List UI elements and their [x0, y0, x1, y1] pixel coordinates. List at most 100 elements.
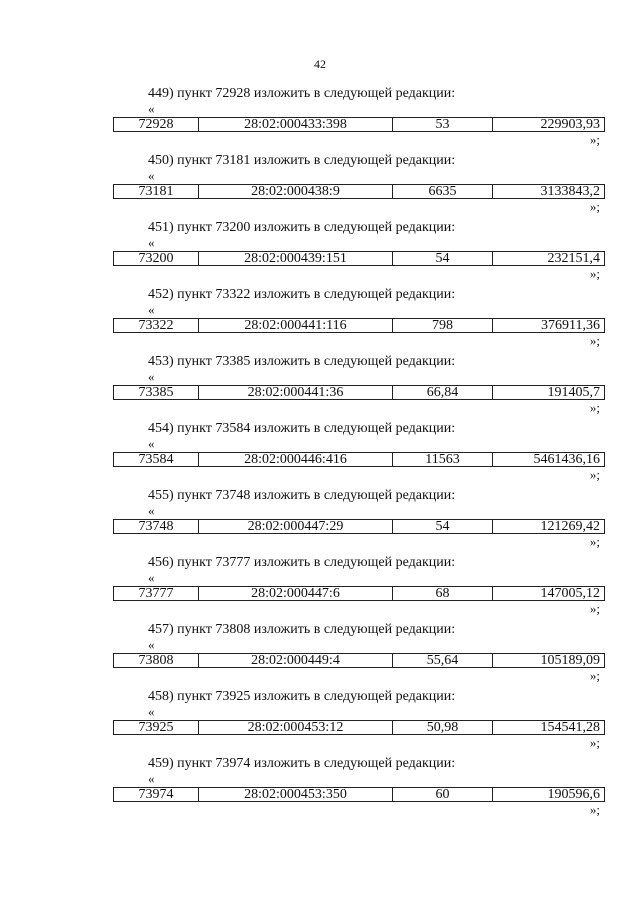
table-row: 73925 28:02:000453:12 50,98 154541,28 — [113, 720, 605, 735]
item-number-cell: 73925 — [114, 721, 199, 734]
amendment-entry: 459) пункт 73974 изложить в следующей ре… — [0, 756, 640, 823]
amendment-heading: 457) пункт 73808 изложить в следующей ре… — [148, 622, 456, 637]
item-number-cell: 72928 — [114, 118, 199, 131]
value-cell: 154541,28 — [540, 721, 601, 734]
amendment-heading: 450) пункт 73181 изложить в следующей ре… — [148, 153, 456, 168]
table-row: 73777 28:02:000447:6 68 147005,12 — [113, 586, 605, 601]
closing-quote: »; — [589, 132, 600, 147]
amendment-heading: 453) пункт 73385 изложить в следующей ре… — [148, 354, 456, 369]
area-cell: 54 — [393, 252, 493, 265]
page-number: 42 — [314, 57, 326, 71]
closing-quote: »; — [589, 467, 600, 482]
item-number-cell: 73974 — [114, 788, 199, 801]
value-cell: 121269,42 — [540, 520, 601, 533]
value-cell: 190596,6 — [547, 788, 601, 801]
item-number-cell: 73748 — [114, 520, 199, 533]
item-number-cell: 73777 — [114, 587, 199, 600]
closing-quote: »; — [589, 735, 600, 750]
table-row: 73322 28:02:000441:116 798 376911,36 — [113, 318, 605, 333]
opening-quote: « — [148, 302, 155, 317]
cadastral-number-cell: 28:02:000438:9 — [199, 185, 393, 198]
amendment-entry: 453) пункт 73385 изложить в следующей ре… — [0, 354, 640, 421]
value-cell: 232151,4 — [547, 252, 601, 265]
area-cell: 55,64 — [393, 654, 493, 667]
item-number-cell: 73181 — [114, 185, 199, 198]
amendment-heading: 454) пункт 73584 изложить в следующей ре… — [148, 421, 456, 436]
amendment-entry: 451) пункт 73200 изложить в следующей ре… — [0, 220, 640, 287]
amendment-heading: 458) пункт 73925 изложить в следующей ре… — [148, 689, 456, 704]
opening-quote: « — [148, 235, 155, 250]
opening-quote: « — [148, 369, 155, 384]
amendment-entry: 457) пункт 73808 изложить в следующей ре… — [0, 622, 640, 689]
opening-quote: « — [148, 570, 155, 585]
table-row: 72928 28:02:000433:398 53 229903,93 — [113, 117, 605, 132]
area-cell: 11563 — [393, 453, 493, 466]
cadastral-number-cell: 28:02:000447:29 — [199, 520, 393, 533]
opening-quote: « — [148, 704, 155, 719]
closing-quote: »; — [589, 534, 600, 549]
area-cell: 66,84 — [393, 386, 493, 399]
value-cell: 229903,93 — [540, 118, 601, 131]
item-number-cell: 73200 — [114, 252, 199, 265]
amendment-entry: 452) пункт 73322 изложить в следующей ре… — [0, 287, 640, 354]
table-row: 73200 28:02:000439:151 54 232151,4 — [113, 251, 605, 266]
cadastral-number-cell: 28:02:000446:416 — [199, 453, 393, 466]
amendment-entry: 458) пункт 73925 изложить в следующей ре… — [0, 689, 640, 756]
area-cell: 6635 — [393, 185, 493, 198]
area-cell: 53 — [393, 118, 493, 131]
closing-quote: »; — [589, 601, 600, 616]
closing-quote: »; — [589, 802, 600, 817]
value-cell: 5461436,16 — [533, 453, 601, 466]
cadastral-number-cell: 28:02:000447:6 — [199, 587, 393, 600]
amendment-entry: 454) пункт 73584 изложить в следующей ре… — [0, 421, 640, 488]
closing-quote: »; — [589, 199, 600, 214]
closing-quote: »; — [589, 333, 600, 348]
area-cell: 798 — [393, 319, 493, 332]
amendment-heading: 449) пункт 72928 изложить в следующей ре… — [148, 86, 456, 101]
closing-quote: »; — [589, 266, 600, 281]
amendment-entry: 450) пункт 73181 изложить в следующей ре… — [0, 153, 640, 220]
cadastral-number-cell: 28:02:000439:151 — [199, 252, 393, 265]
area-cell: 68 — [393, 587, 493, 600]
cadastral-number-cell: 28:02:000441:36 — [199, 386, 393, 399]
table-row: 73385 28:02:000441:36 66,84 191405,7 — [113, 385, 605, 400]
amendment-heading: 459) пункт 73974 изложить в следующей ре… — [148, 756, 456, 771]
area-cell: 60 — [393, 788, 493, 801]
value-cell: 105189,09 — [540, 654, 601, 667]
amendment-list: 449) пункт 72928 изложить в следующей ре… — [0, 86, 640, 823]
area-cell: 54 — [393, 520, 493, 533]
table-row: 73748 28:02:000447:29 54 121269,42 — [113, 519, 605, 534]
cadastral-number-cell: 28:02:000433:398 — [199, 118, 393, 131]
amendment-heading: 451) пункт 73200 изложить в следующей ре… — [148, 220, 456, 235]
table-row: 73584 28:02:000446:416 11563 5461436,16 — [113, 452, 605, 467]
amendment-entry: 449) пункт 72928 изложить в следующей ре… — [0, 86, 640, 153]
cadastral-number-cell: 28:02:000453:12 — [199, 721, 393, 734]
closing-quote: »; — [589, 668, 600, 683]
amendment-heading: 456) пункт 73777 изложить в следующей ре… — [148, 555, 456, 570]
opening-quote: « — [148, 436, 155, 451]
value-cell: 191405,7 — [547, 386, 601, 399]
cadastral-number-cell: 28:02:000441:116 — [199, 319, 393, 332]
table-row: 73181 28:02:000438:9 6635 3133843,2 — [113, 184, 605, 199]
opening-quote: « — [148, 503, 155, 518]
opening-quote: « — [148, 168, 155, 183]
amendment-heading: 452) пункт 73322 изложить в следующей ре… — [148, 287, 456, 302]
cadastral-number-cell: 28:02:000453:350 — [199, 788, 393, 801]
opening-quote: « — [148, 101, 155, 116]
table-row: 73808 28:02:000449:4 55,64 105189,09 — [113, 653, 605, 668]
item-number-cell: 73808 — [114, 654, 199, 667]
amendment-entry: 456) пункт 73777 изложить в следующей ре… — [0, 555, 640, 622]
amendment-heading: 455) пункт 73748 изложить в следующей ре… — [148, 488, 456, 503]
table-row: 73974 28:02:000453:350 60 190596,6 — [113, 787, 605, 802]
item-number-cell: 73322 — [114, 319, 199, 332]
value-cell: 147005,12 — [540, 587, 601, 600]
closing-quote: »; — [589, 400, 600, 415]
amendment-entry: 455) пункт 73748 изложить в следующей ре… — [0, 488, 640, 555]
value-cell: 376911,36 — [541, 319, 600, 332]
value-cell: 3133843,2 — [540, 185, 601, 198]
area-cell: 50,98 — [393, 721, 493, 734]
item-number-cell: 73385 — [114, 386, 199, 399]
opening-quote: « — [148, 637, 155, 652]
item-number-cell: 73584 — [114, 453, 199, 466]
cadastral-number-cell: 28:02:000449:4 — [199, 654, 393, 667]
